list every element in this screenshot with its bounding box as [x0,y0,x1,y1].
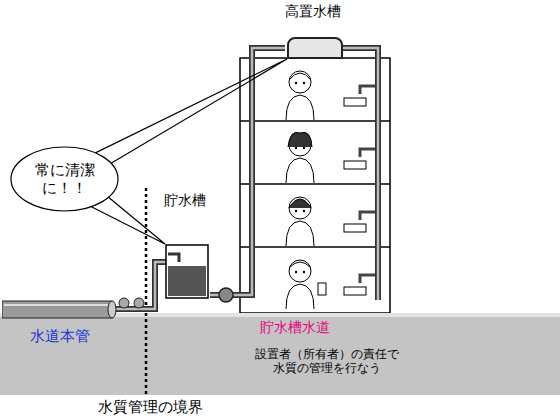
boundary-label: 水質管理の境界 [75,398,225,416]
tank-body [165,244,209,299]
person-floor [286,132,378,183]
ground-band: 貯水槽水道設置者（所有者）の責任で 水質の管理を行なう 水道本管 [0,313,560,395]
person-body [286,158,314,183]
node-label: 貯水槽 [152,192,218,209]
floor-line [240,120,390,122]
sink [344,287,366,295]
supply-pipe-core [114,262,166,309]
person-eye [303,82,305,84]
node-label: 水道本管 [30,327,110,345]
node-label: 高置水槽 [282,3,344,20]
person-floor [286,260,378,309]
person-floor [286,71,378,120]
elevated-tank: 高置水槽 [282,3,348,63]
person-hair [290,262,310,267]
callout-text: 常に清潔 に！！ [32,161,98,197]
text-holder: 水質管理の境界 [75,398,225,416]
person-eye [295,210,297,212]
building [240,58,390,313]
supply-pipe [114,262,166,309]
water-meter [134,298,144,308]
text-holder: 水道本管 [30,327,110,345]
tank-water [168,266,206,296]
person-hair [288,132,312,147]
down-pipe [341,48,378,300]
person-eye [295,82,297,84]
lift-pipe-core [210,48,285,295]
water-meter [119,298,129,308]
callout-tail [95,59,287,163]
boundary-line [145,188,148,313]
text-holder: 貯水槽 [152,192,218,209]
sink [344,161,366,169]
text-holder: 常に清潔 に！！ [10,146,119,212]
sink [344,224,366,232]
pipe-body [2,301,112,318]
text-holder: 設置者（所有者）の責任で 水質の管理を行なう [222,347,432,376]
sink [344,98,366,106]
person-head [289,197,311,219]
person-head [289,260,311,282]
down-pipe-core [341,48,378,300]
person-eye [303,147,305,149]
person-head [289,71,311,93]
water-main: 水道本管 [2,300,122,348]
tank-wall [166,245,208,298]
person-eye [303,210,305,212]
pump [219,288,233,302]
floor-line [240,183,390,185]
person-body [286,95,314,120]
inlet-tap [168,254,179,262]
callout-bubble: 常に清潔 に！！ [10,146,119,212]
storage-tank: 貯水槽 [152,192,222,302]
node-label: 設置者（所有者）の責任で 水質の管理を行なう [222,347,432,376]
person-eye [303,271,305,273]
pipe-end [108,301,116,318]
cup [318,283,326,295]
person-eye [295,147,297,149]
lift-pipe [210,48,285,295]
main-pipe [2,300,120,320]
person-hair [289,199,311,208]
callout-tail [91,197,165,244]
text-holder: 高置水槽 [282,3,344,20]
person-hair [289,73,311,80]
bubble-ellipse [11,147,118,211]
boundary-line [145,313,148,395]
node-label: 貯水槽水道 [250,319,340,336]
floor-line [240,246,390,248]
text-holder: 貯水槽水道 [250,319,340,336]
person-body [286,221,314,246]
tank-body [287,37,343,59]
person-body [286,284,314,309]
person-eye [295,271,297,273]
person-floor [286,197,378,246]
pipe-shine [4,304,110,306]
